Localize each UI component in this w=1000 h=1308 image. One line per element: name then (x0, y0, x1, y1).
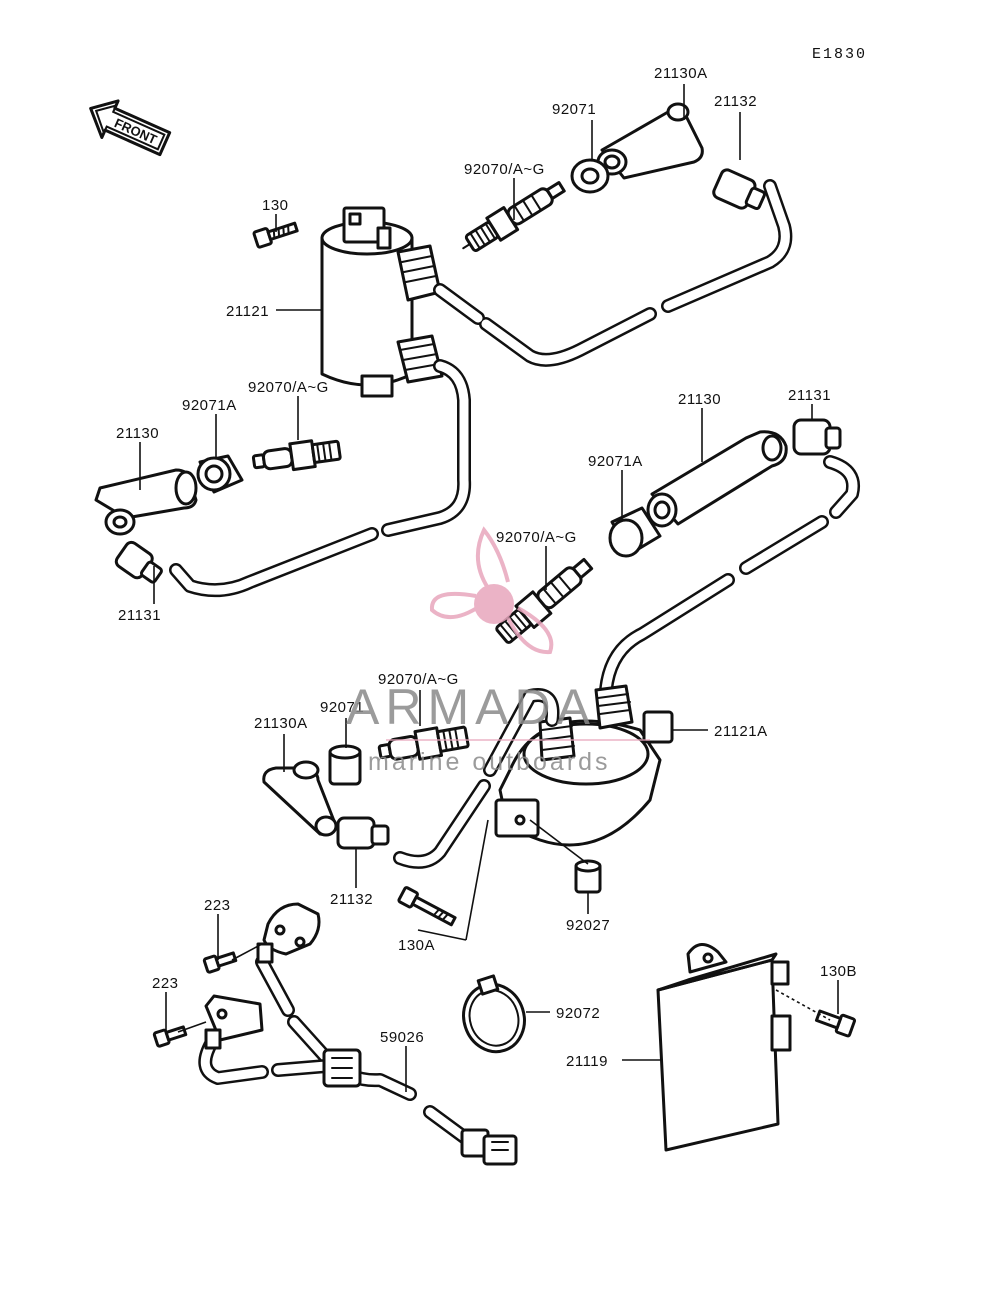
plug-cap-21132-low (336, 816, 390, 850)
label-223-a: 223 (204, 897, 231, 914)
callout-labels: 21130A 92071 21132 92070/A~G 130 21121 9… (116, 65, 857, 1070)
label-92070-low: 92070/A~G (378, 671, 459, 688)
bolt-130B (814, 1009, 857, 1038)
label-92070-left: 92070/A~G (248, 379, 329, 396)
label-21121A: 21121A (714, 723, 768, 740)
plug-cap-21130-right (646, 430, 788, 528)
label-92071-top: 92071 (552, 101, 596, 118)
label-130B: 130B (820, 963, 857, 980)
label-92070-mid: 92070/A~G (496, 529, 577, 546)
collar-92027 (574, 859, 602, 894)
screw-223-b (152, 1025, 188, 1048)
ignition-coil-21121A (494, 684, 674, 847)
hv-lead-left (169, 359, 472, 598)
cover-92071-low (328, 744, 362, 786)
pickup-coil-59026 (198, 902, 518, 1166)
label-21131-left: 21131 (118, 607, 161, 624)
label-21130A-top: 21130A (654, 65, 708, 82)
plug-cap-21132-top (712, 168, 766, 210)
propeller-icon (429, 526, 554, 655)
bolt-130A (397, 886, 457, 927)
label-21121: 21121 (226, 303, 269, 320)
band-92072 (462, 974, 526, 1054)
plug-cap-21130-left (94, 468, 198, 536)
plug-cap-21130A-top (596, 102, 704, 180)
label-21132-top: 21132 (714, 93, 757, 110)
label-92071-low: 92071 (320, 699, 364, 716)
label-21130-right: 21130 (678, 391, 721, 408)
label-21132-low: 21132 (330, 891, 373, 908)
plug-cap-21131-right (792, 418, 842, 456)
bolt-130 (252, 221, 299, 249)
label-21130A-low: 21130A (254, 715, 308, 732)
label-59026: 59026 (380, 1029, 424, 1046)
ignition-coil-21121 (320, 206, 444, 398)
leader-lines (139, 84, 839, 1092)
hv-lead-top (433, 179, 793, 367)
label-130: 130 (262, 197, 289, 214)
diagram-code: E1830 (812, 46, 867, 63)
label-92070-top: 92070/A~G (464, 161, 545, 178)
label-130A: 130A (398, 937, 435, 954)
watermark: ARMADA marine outboards (346, 526, 650, 776)
label-21119: 21119 (566, 1053, 608, 1070)
spark-plug-92070-left (251, 439, 342, 472)
cover-92071A-left (196, 454, 244, 494)
screw-223-a (202, 951, 238, 974)
label-92071A-left: 92071A (182, 397, 237, 414)
plug-cap-21130A-low (262, 760, 338, 837)
plug-cap-21131-left (114, 540, 163, 584)
cover-92071A-right (608, 506, 662, 558)
label-92072: 92072 (556, 1005, 600, 1022)
label-92071A-right: 92071A (588, 453, 643, 470)
igniter-21119 (656, 943, 792, 1152)
watermark-subtitle: marine outboards (368, 748, 611, 776)
hv-lead-lower (393, 688, 560, 869)
cover-92071-top (570, 158, 610, 194)
spark-plug-92070-top (462, 181, 566, 252)
label-92027: 92027 (566, 917, 610, 934)
label-21131-right: 21131 (788, 387, 831, 404)
watermark-title: ARMADA (346, 679, 596, 735)
front-arrow: FRONT (89, 99, 172, 157)
label-223-b: 223 (152, 975, 179, 992)
label-21130-left: 21130 (116, 425, 159, 442)
hv-lead-right (599, 455, 860, 697)
spark-plug-92070-low (377, 725, 470, 761)
